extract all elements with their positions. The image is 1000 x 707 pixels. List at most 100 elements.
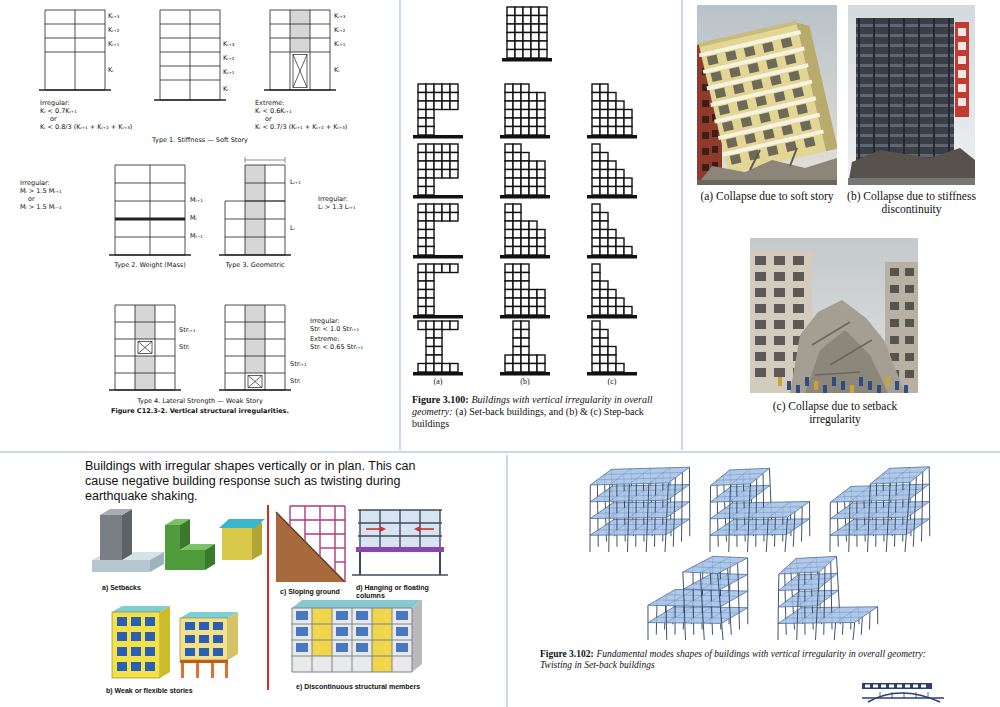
column (797, 606, 799, 623)
floor-slab (778, 590, 838, 607)
storey-cell (521, 110, 529, 119)
column (868, 501, 870, 518)
column (674, 495, 676, 512)
window (755, 320, 766, 329)
column (809, 501, 810, 518)
window (774, 272, 785, 281)
storey-cell (521, 273, 529, 282)
label: Kᵢ₊₃ (334, 13, 345, 20)
storey-cell (592, 110, 600, 119)
frame-beam (45, 38, 105, 39)
storey-cell (426, 230, 434, 239)
storey-cell (537, 161, 545, 170)
storey-cell (600, 187, 608, 196)
slab-grid (850, 486, 871, 502)
logo-mark (881, 685, 886, 688)
storey-cell (442, 144, 450, 153)
storey-cell (539, 33, 547, 42)
window (702, 132, 709, 139)
column (848, 535, 849, 552)
window (890, 268, 899, 276)
window (905, 319, 914, 327)
force-arrow (366, 528, 382, 530)
storey-cell (523, 7, 531, 16)
column (665, 535, 667, 552)
storey-cell (608, 355, 616, 364)
storey-cell (513, 153, 521, 162)
storey-cell (418, 204, 426, 213)
storey-cell (450, 204, 458, 213)
logo-mark (865, 685, 870, 688)
window (762, 42, 774, 53)
wall-panel (372, 624, 392, 640)
bridge-hanger (892, 692, 893, 698)
window (788, 70, 800, 81)
window (296, 627, 308, 636)
storey-cell (434, 170, 442, 179)
sign-mark (958, 98, 966, 106)
storey-cell (434, 338, 442, 347)
storey-cell (529, 101, 537, 110)
storey-cell (442, 84, 450, 93)
storey-cell (426, 84, 434, 93)
label: Lᵢ (290, 225, 295, 232)
storey-cell (539, 24, 547, 33)
storey-cell (426, 364, 434, 373)
column (590, 485, 591, 502)
slab-grid (648, 485, 670, 501)
column (689, 519, 690, 536)
panel-divider (399, 0, 401, 450)
person (850, 385, 854, 393)
frame-beam (292, 656, 412, 657)
label: or (28, 196, 35, 203)
label: Kᵢ (334, 67, 339, 74)
column (818, 572, 820, 589)
storey-cell (450, 101, 458, 110)
storey-cell (521, 230, 529, 239)
label: (b) Collapse due to stiffness discontinu… (843, 190, 980, 216)
storey-cell (505, 281, 513, 290)
storey-cell (537, 290, 545, 299)
storey-cell (592, 347, 600, 356)
frame-beam (225, 373, 285, 374)
window (729, 67, 741, 78)
storey-cell (426, 321, 434, 330)
frame-beam (245, 165, 285, 166)
floor-slab (830, 484, 929, 502)
storey-cell (505, 307, 513, 316)
storey-cell (505, 247, 513, 256)
building-side (412, 600, 422, 672)
storey-cell (505, 273, 513, 282)
column (889, 483, 891, 500)
column (766, 535, 768, 552)
column (700, 573, 702, 590)
column (729, 502, 730, 519)
storey-cell (537, 364, 545, 373)
storey-cell (600, 338, 608, 347)
label: Kᵢ₊₃ (223, 41, 234, 48)
slab-grid (628, 519, 652, 535)
storey-cell (600, 178, 608, 187)
window (905, 353, 914, 361)
window (145, 632, 155, 641)
storey-cell (418, 273, 426, 282)
frame-beam (270, 38, 330, 39)
slab-grid (701, 574, 730, 590)
mode-shape-frame (830, 467, 930, 552)
column (689, 467, 690, 484)
storey-cell (608, 364, 616, 373)
logo-mark (913, 685, 918, 688)
window (905, 370, 914, 378)
slab-grid (889, 485, 910, 501)
storey-cell (608, 170, 616, 179)
storey-cell (505, 264, 513, 273)
storey-cell (418, 321, 426, 330)
storey-cell (608, 290, 616, 299)
storey-cell (529, 221, 537, 230)
slab-grid (890, 468, 909, 484)
column (793, 529, 795, 546)
label: Kᵢ < 0.6Kᵢ₊₁ (255, 108, 292, 115)
street (848, 178, 975, 185)
storey-cell (426, 281, 434, 290)
person (832, 377, 836, 386)
